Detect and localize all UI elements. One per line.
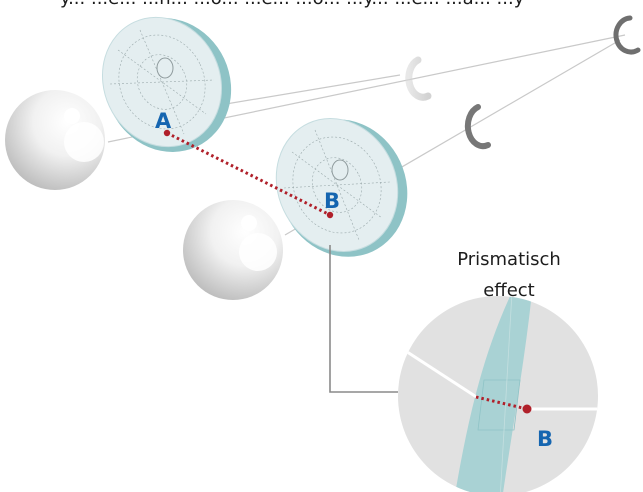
eye-right-icon <box>183 200 283 300</box>
lens-right <box>275 118 408 257</box>
point-b-label: B <box>324 189 340 213</box>
callout-title-line2: effect <box>483 280 535 301</box>
ring-icon <box>464 104 491 150</box>
ring-icon <box>405 56 432 101</box>
zoom-point-b-label: B <box>537 427 553 451</box>
zoom-callout: B <box>398 296 598 492</box>
callout-title-line1: Prismatisch <box>457 249 561 270</box>
eye-left-icon <box>5 90 105 190</box>
caption-fragment: y... ...e... ...n... ...o... ...e... ...… <box>60 0 525 9</box>
zoom-point-b-marker <box>522 404 532 414</box>
callout-connector <box>329 245 398 393</box>
lens-left <box>101 16 232 152</box>
point-a-marker <box>163 129 171 137</box>
point-b-marker <box>326 211 334 219</box>
point-a-label: A <box>155 109 172 133</box>
ring-icon <box>613 15 641 55</box>
